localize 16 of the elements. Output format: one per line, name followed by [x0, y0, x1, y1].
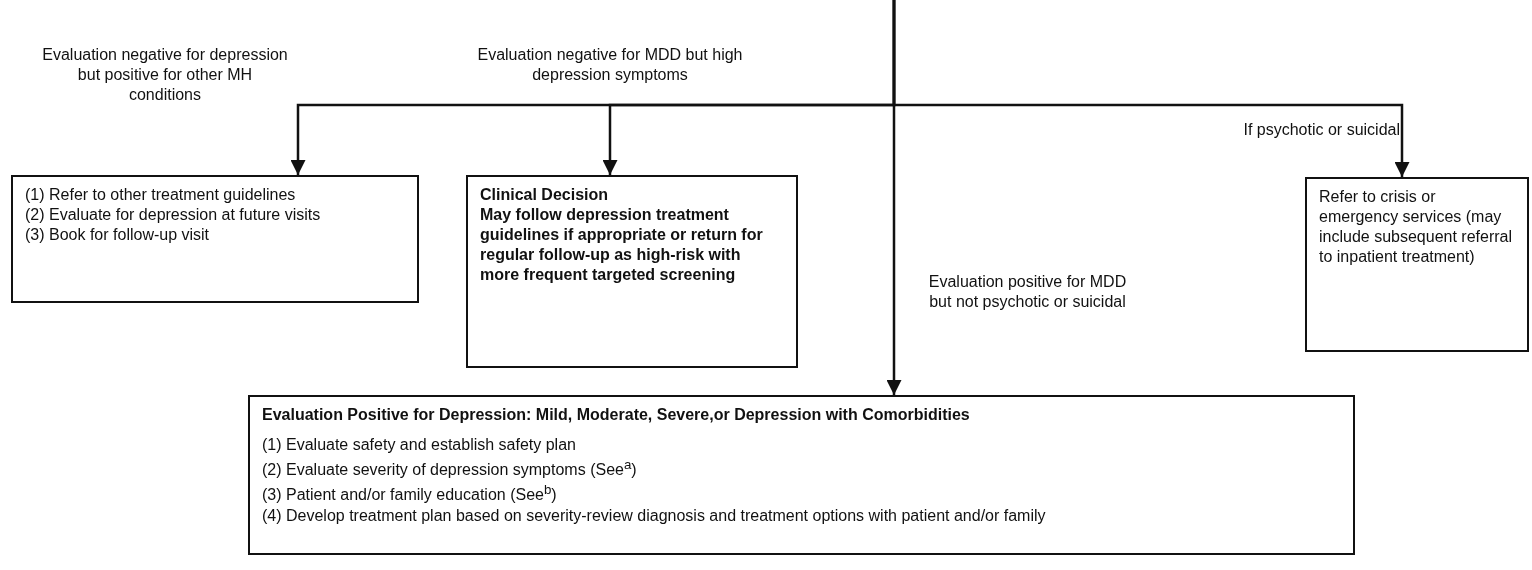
- box-text: (4) Develop treatment plan based on severity-review diagnosis and treatment options with patient and/or family: [262, 505, 1047, 526]
- box-text: (3) Patient and/or family education (See$^{b}$): [262, 481, 558, 506]
- box-text: (2) Evaluate severity of depression symptoms (See$^{a}$): [262, 456, 638, 481]
- box-text: (3) Book for follow-up visit: [25, 225, 211, 245]
- arrow: [886, 0, 902, 395]
- process-box: [11, 175, 419, 303]
- box-text: (2) Evaluate for depression at future visits: [25, 205, 322, 225]
- box-text: Refer to crisis or emergency services (may include subsequent referral to inpatient treatment): [1319, 187, 1513, 267]
- box-text: May follow depression treatment guidelines if appropriate or return for regular follow-up as high-risk with more frequent targeted screening: [480, 205, 764, 285]
- box-heading: Clinical Decision: [480, 185, 610, 205]
- process-box: [466, 175, 798, 368]
- process-box: [1305, 177, 1529, 352]
- process-box: [248, 395, 1355, 555]
- box-heading: Evaluation Positive for Depression: Mild, Moderate, Severe,or Depression with Comorbidities: [262, 405, 971, 425]
- box-text: (1) Refer to other treatment guidelines: [25, 185, 297, 205]
- box-text: (1) Evaluate safety and establish safety plan: [262, 435, 577, 455]
